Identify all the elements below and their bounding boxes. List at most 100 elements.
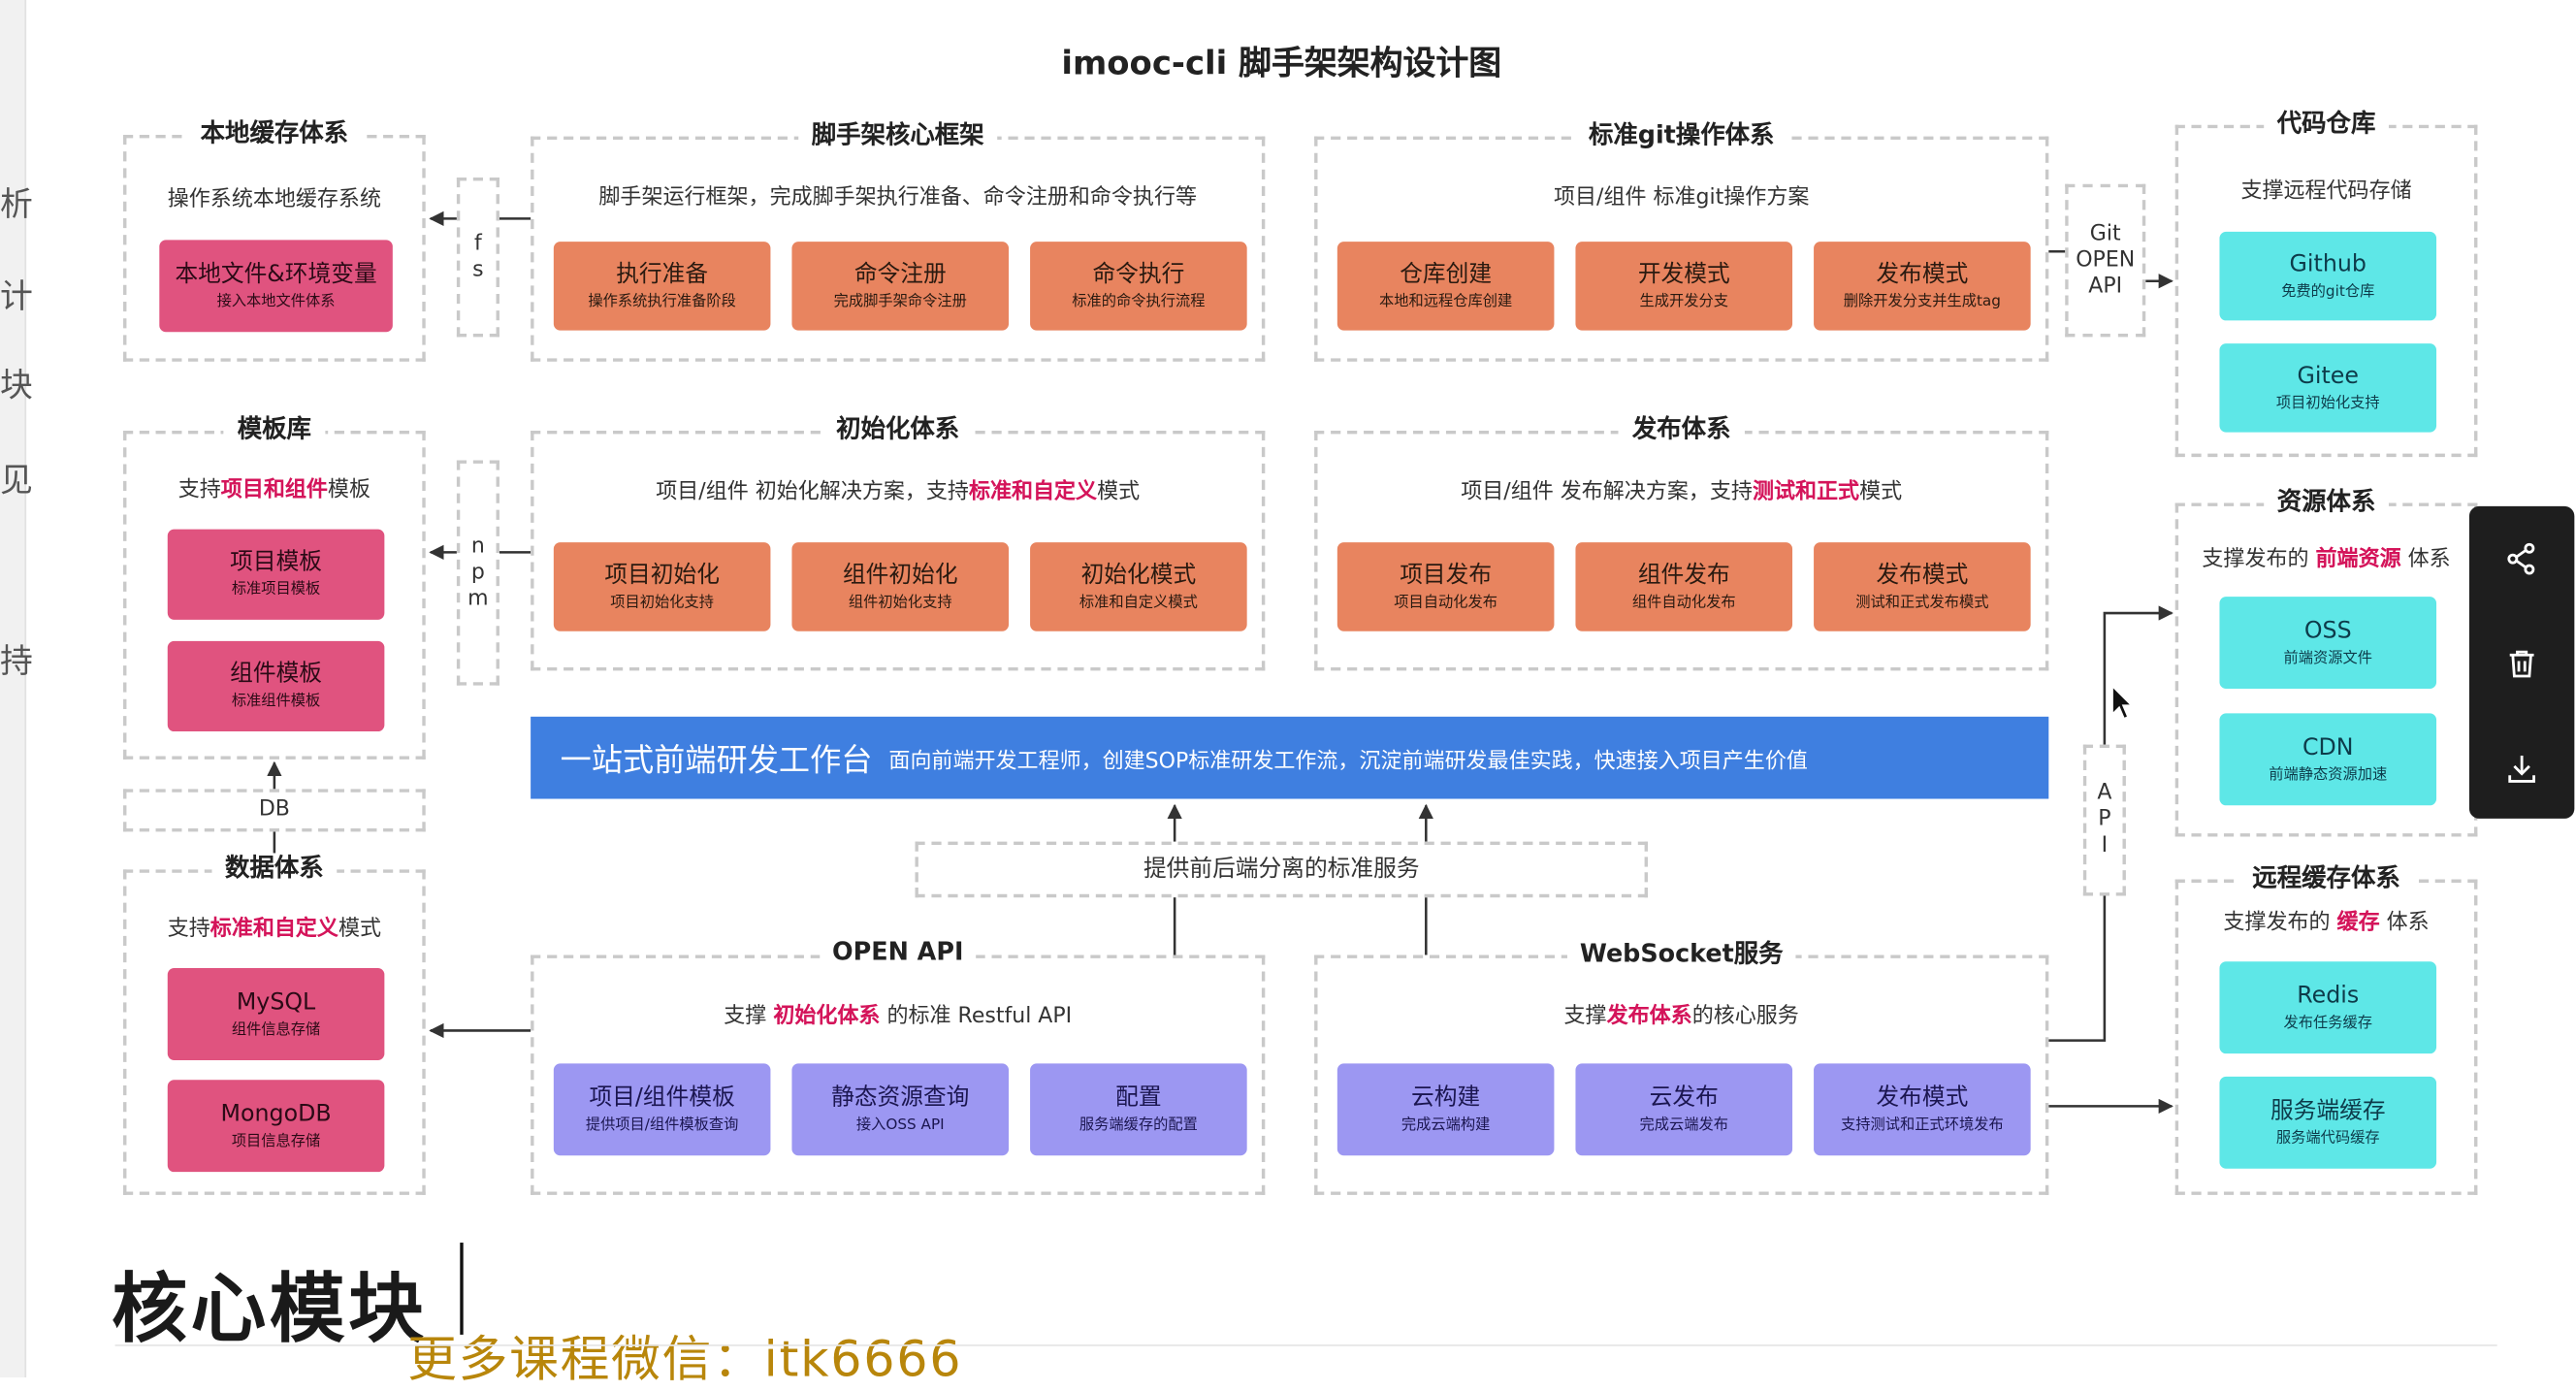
panel-desc: 支撑发布体系的核心服务 (1563, 1004, 1799, 1029)
panel-desc: 支持项目和组件模板 (177, 478, 371, 503)
box-server-cache: 服务端缓存 服务端代码缓存 (2219, 1076, 2437, 1169)
floating-toolbar (2468, 505, 2575, 822)
panel-desc: 支撑发布的 缓存 体系 (2223, 910, 2430, 936)
panel-resource-system: 资源体系 支撑发布的 前端资源 体系 OSS 前端资源文件 CDN 前端静态资源… (2174, 486, 2478, 837)
box-title: MySQL (236, 988, 316, 1016)
box-title: 项目发布 (1400, 561, 1493, 588)
box-sub: 完成云端构建 (1401, 1116, 1491, 1134)
box-title: 组件发布 (1637, 561, 1730, 588)
box-title: CDN (2302, 733, 2354, 760)
box-cmd-register: 命令注册 完成脚手架命令注册 (791, 242, 1010, 331)
box-sub: 测试和正式发布模式 (1855, 594, 1989, 611)
edge-char: 析 (0, 183, 33, 224)
box-title: 发布模式 (1876, 260, 1969, 287)
box-title: 云构建 (1411, 1084, 1481, 1111)
panel-desc: 支撑 初始化体系 的标准 Restful API (724, 1004, 1073, 1029)
edge-char: 块 (0, 365, 33, 404)
delete-button[interactable] (2469, 611, 2574, 716)
box-mysql: MySQL 组件信息存储 (167, 968, 385, 1060)
box-exec-prepare: 执行准备 操作系统执行准备阶段 (553, 242, 771, 331)
box-sub: 服务端代码缓存 (2275, 1129, 2380, 1147)
box-title: 本地文件&环境变量 (175, 260, 377, 287)
panel-code-repo: 代码仓库 支撑远程代码存储 Github 免费的git仓库 Gitee 项目初始… (2174, 108, 2478, 458)
box-dev-mode: 开发模式 生成开发分支 (1575, 242, 1793, 331)
banner-title: 一站式前端研发工作台 (560, 742, 873, 779)
box-gitee: Gitee 项目初始化支持 (2219, 343, 2437, 433)
workbench-banner: 一站式前端研发工作台 面向前端开发工程师，创建SOP标准研发工作流，沉淀前端研发… (531, 716, 2049, 799)
box-mongodb: MongoDB 项目信息存储 (167, 1080, 385, 1173)
box-sub: 免费的git仓库 (2281, 283, 2375, 301)
edge-char: 持 (0, 640, 33, 681)
panel-desc: 支撑发布的 前端资源 体系 (2202, 547, 2451, 572)
box-title: 命令执行 (1092, 260, 1185, 287)
box-cloud-build: 云构建 完成云端构建 (1336, 1063, 1555, 1156)
connector-api: A P I (2082, 744, 2126, 896)
box-sub: 前端静态资源加速 (2269, 766, 2388, 784)
panel-websocket: WebSocket服务 支撑发布体系的核心服务 云构建 完成云端构建 云发布 完… (1314, 938, 2049, 1195)
box-title: 项目模板 (230, 548, 323, 576)
banner-subtitle: 面向前端开发工程师，创建SOP标准研发工作流，沉淀前端研发最佳实践，快速接入项目… (888, 748, 1808, 774)
connector-npm: n p m (456, 460, 499, 686)
box-sub: 本地和远程仓库创建 (1379, 293, 1513, 310)
box-redis: Redis 发布任务缓存 (2219, 961, 2437, 1054)
panel-desc: 项目/组件 标准git操作方案 (1554, 185, 1810, 210)
box-title: 组件模板 (230, 661, 323, 688)
share-button[interactable] (2469, 506, 2574, 611)
box-sub: 前端资源文件 (2283, 650, 2372, 667)
box-sub: 组件信息存储 (231, 1021, 321, 1039)
box-title: OSS (2303, 617, 2352, 644)
box-project-init: 项目初始化 项目初始化支持 (553, 542, 771, 631)
box-sub: 组件初始化支持 (848, 594, 952, 611)
box-static-query: 静态资源查询 接入OSS API (791, 1063, 1010, 1156)
box-sub: 项目信息存储 (231, 1133, 321, 1150)
panel-core-framework: 脚手架核心框架 脚手架运行框架，完成脚手架执行准备、命令注册和命令执行等 执行准… (531, 119, 1266, 362)
box-sub: 项目初始化支持 (610, 594, 714, 611)
connector-db: DB (123, 789, 426, 832)
box-sub: 接入本地文件体系 (216, 293, 336, 310)
box-title: 命令注册 (853, 260, 947, 287)
download-icon (2508, 756, 2535, 783)
box-sub: 发布任务缓存 (2283, 1015, 2372, 1032)
box-cloud-publish: 云发布 完成云端发布 (1575, 1063, 1793, 1156)
divider (114, 1344, 2497, 1346)
box-component-publish: 组件发布 组件自动化发布 (1575, 542, 1793, 631)
box-component-init: 组件初始化 组件初始化支持 (791, 542, 1010, 631)
panel-publish-system: 发布体系 项目/组件 发布解决方案，支持测试和正式模式 项目发布 项目自动化发布… (1314, 414, 2049, 671)
box-sub: 接入OSS API (855, 1116, 945, 1134)
box-component-template: 组件模板 标准组件模板 (167, 640, 385, 732)
trash-icon (2509, 650, 2534, 678)
connector-fs: f s (456, 178, 499, 338)
box-sub: 项目自动化发布 (1394, 594, 1497, 611)
download-button[interactable] (2469, 717, 2574, 822)
panel-init-system: 初始化体系 项目/组件 初始化解决方案，支持标准和自定义模式 项目初始化 项目初… (531, 414, 1266, 671)
left-edge-strip: 析 计 块 见 持 (0, 0, 33, 1377)
box-config: 配置 服务端缓存的配置 (1030, 1063, 1247, 1156)
panel-desc: 操作系统本地缓存系统 (167, 187, 381, 212)
box-template-query: 项目/组件模板 提供项目/组件模板查询 (553, 1063, 771, 1156)
box-sub: 标准项目模板 (231, 581, 321, 598)
box-sub: 操作系统执行准备阶段 (588, 293, 736, 310)
box-title: Redis (2297, 982, 2360, 1009)
box-github: Github 免费的git仓库 (2219, 231, 2437, 321)
panel-local-cache: 本地缓存体系 操作系统本地缓存系统 本地文件&环境变量 接入本地文件体系 (123, 118, 426, 362)
promo-watermark: 更多课程微信：itk6666 (407, 1331, 963, 1389)
box-title: 仓库创建 (1400, 260, 1493, 287)
panel-desc: 脚手架运行框架，完成脚手架执行准备、命令注册和命令执行等 (598, 185, 1198, 210)
box-title: 服务端缓存 (2270, 1097, 2386, 1124)
box-sub: 标准组件模板 (231, 694, 321, 711)
box-cmd-exec: 命令执行 标准的命令执行流程 (1030, 242, 1247, 331)
box-sub: 支持测试和正式环境发布 (1840, 1116, 2004, 1134)
box-title: 项目初始化 (604, 561, 720, 588)
box-publish-mode-2: 发布模式 测试和正式发布模式 (1814, 542, 2031, 631)
box-sub: 提供项目/组件模板查询 (585, 1116, 739, 1134)
box-title: 发布模式 (1876, 561, 1969, 588)
panel-desc: 项目/组件 初始化解决方案，支持标准和自定义模式 (656, 479, 1141, 505)
box-sub: 标准的命令执行流程 (1072, 293, 1206, 310)
box-project-publish: 项目发布 项目自动化发布 (1336, 542, 1555, 631)
panel-desc: 支持标准和自定义模式 (167, 917, 382, 942)
box-title: 组件初始化 (842, 561, 958, 588)
box-project-template: 项目模板 标准项目模板 (167, 529, 385, 620)
section-heading: 核心模块 (112, 1264, 428, 1353)
box-title: MongoDB (220, 1100, 332, 1127)
